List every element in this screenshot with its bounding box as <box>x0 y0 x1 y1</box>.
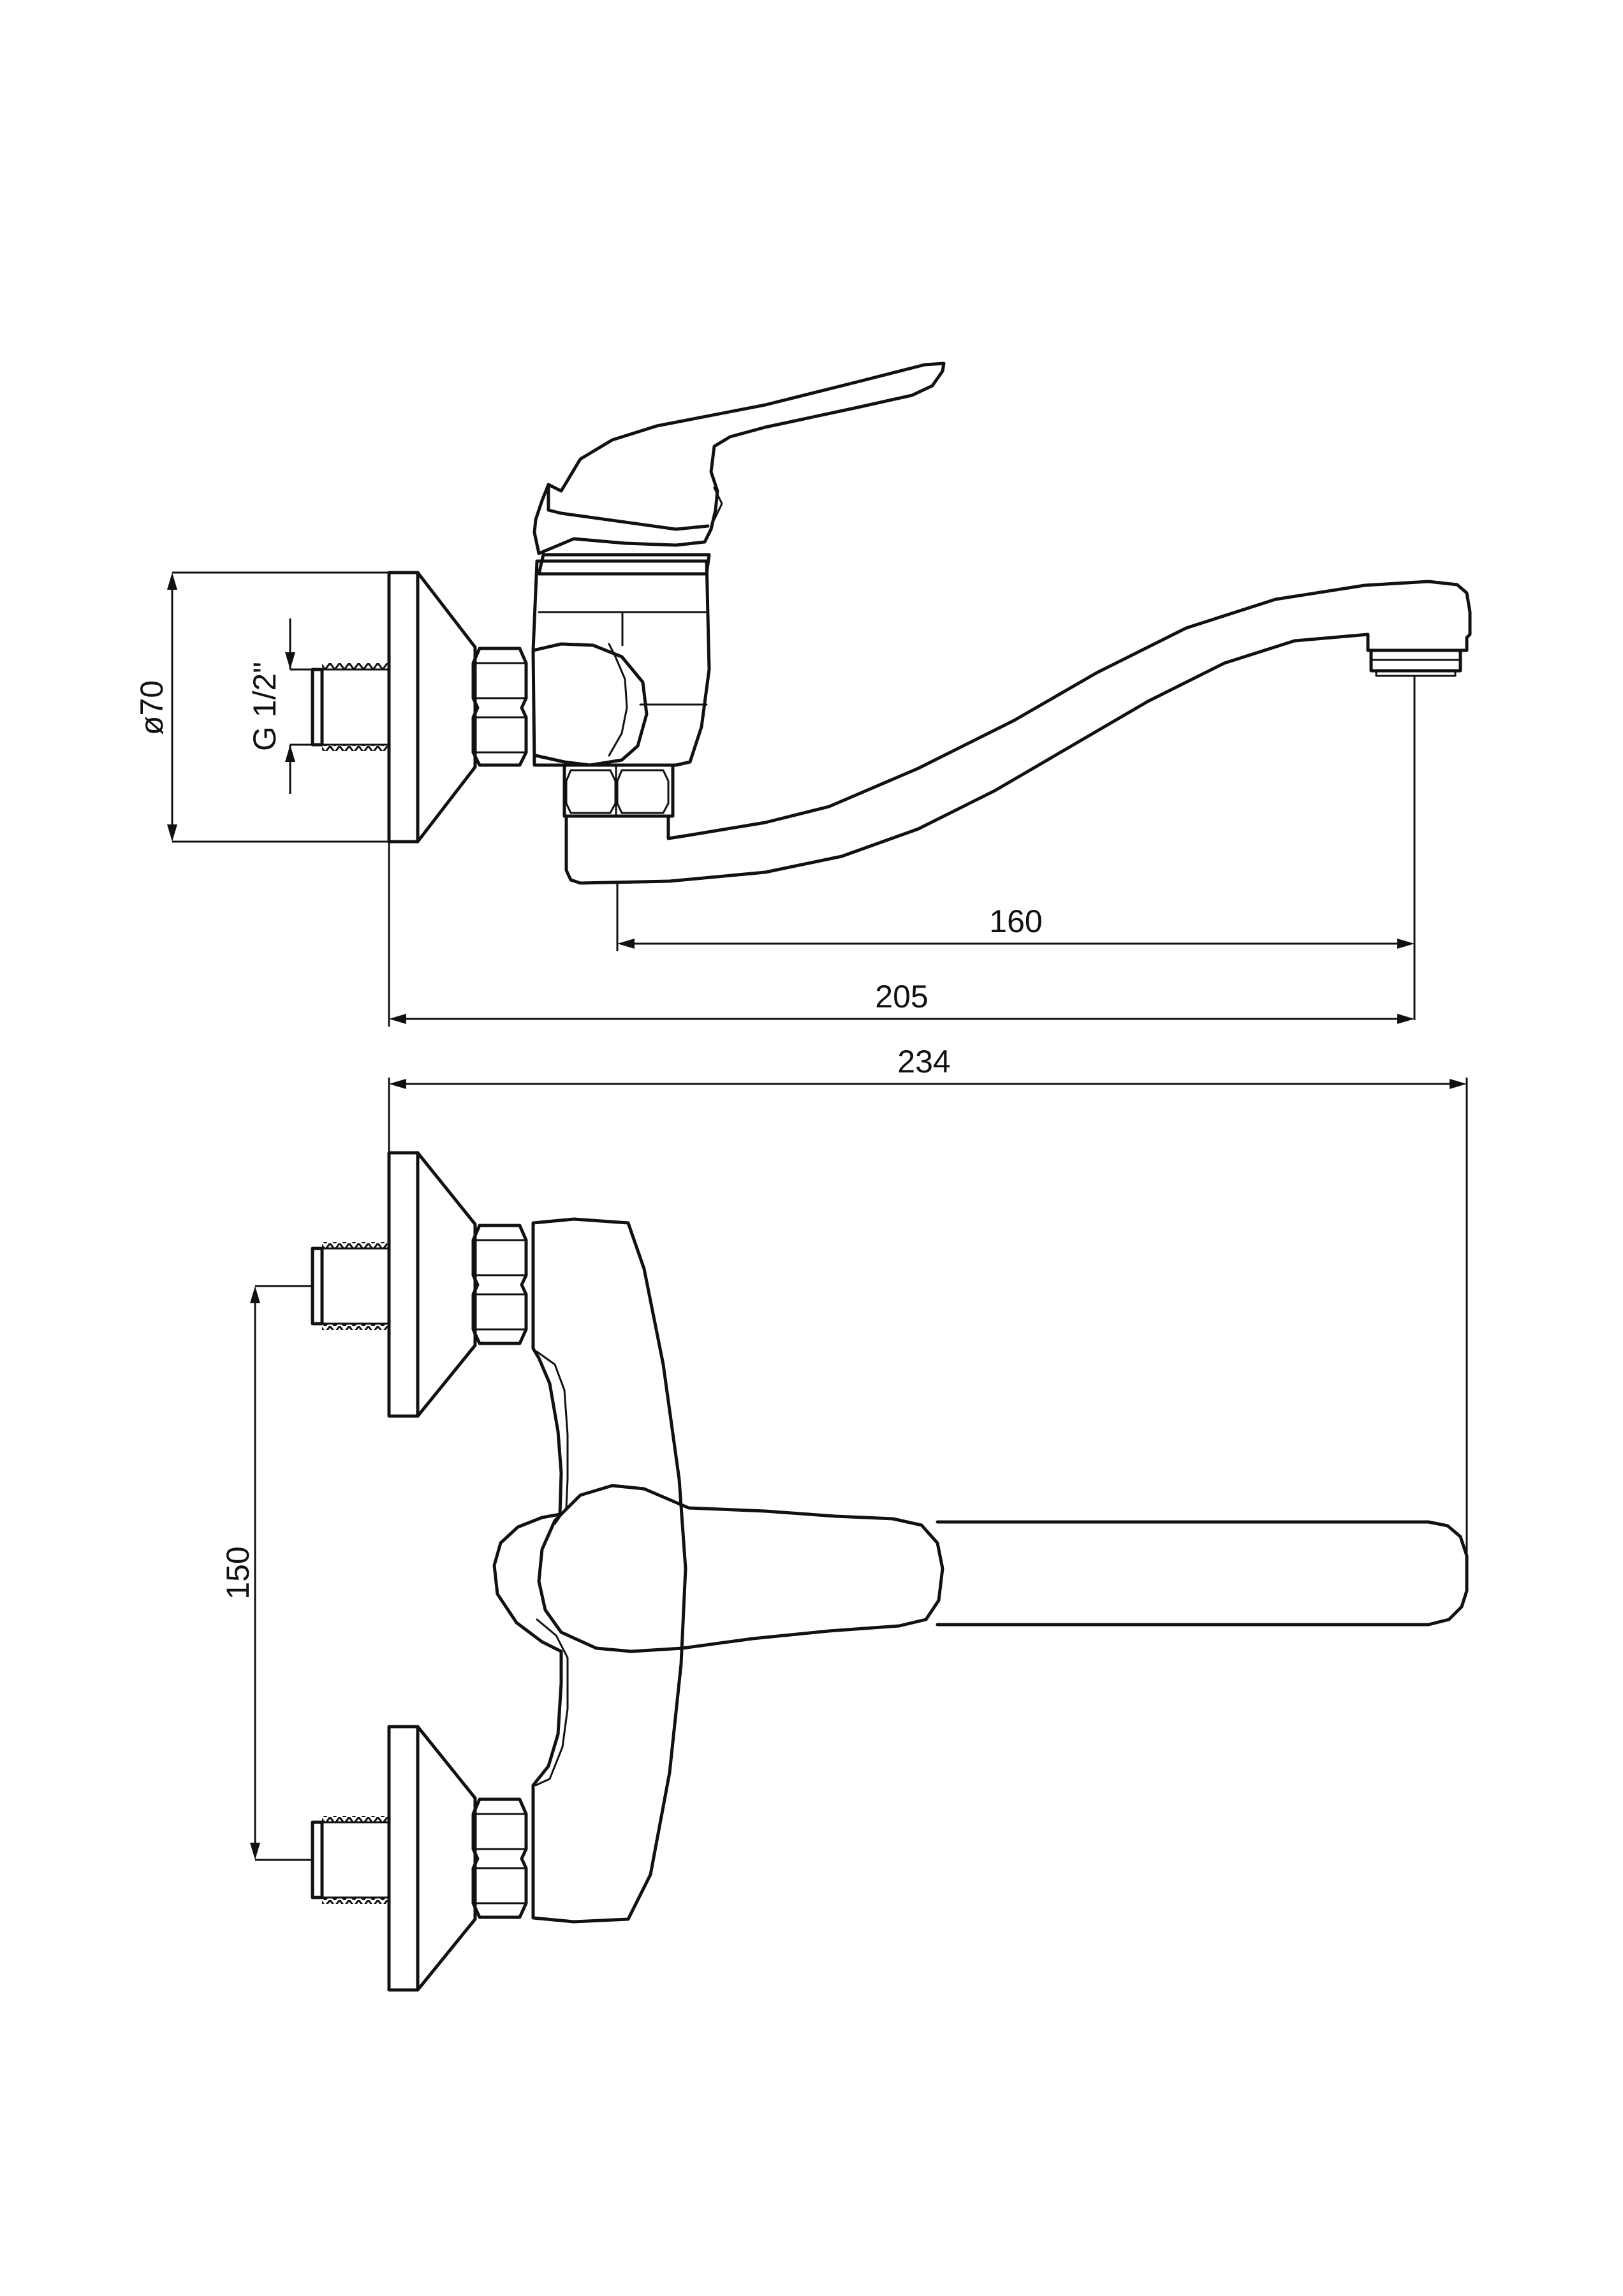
dim-overall-length-label: 234 <box>897 1044 950 1079</box>
top-spout <box>936 1520 1469 1627</box>
side-wall-flange <box>387 571 477 844</box>
dim-thread-size: G 1/2" <box>247 618 312 794</box>
side-hex-nut <box>471 647 528 767</box>
dim-overall-length: 234 <box>388 1044 1468 1556</box>
dim-projection-label: 205 <box>875 979 928 1014</box>
top-threaded-connector-upper <box>311 1242 390 1330</box>
side-view: ø70 G 1/2" 160 205 <box>134 362 1472 1027</box>
top-wall-flange-lower <box>387 1725 477 1992</box>
dim-flange-diameter-label: ø70 <box>134 680 170 735</box>
side-threaded-connector <box>311 663 390 751</box>
top-wall-flange-upper <box>387 1151 477 1418</box>
top-threaded-connector-lower <box>311 1816 390 1904</box>
top-valve-body <box>492 1217 687 1924</box>
dim-connection-spacing: 150 <box>220 1285 312 1861</box>
dim-flange-diameter: ø70 <box>134 571 389 843</box>
dim-spout-reach-label: 160 <box>989 903 1042 939</box>
dim-connection-spacing-label: 150 <box>220 1546 256 1599</box>
dim-projection: 205 <box>388 842 1414 1027</box>
top-hex-nut-lower <box>471 1797 528 1919</box>
dim-thread-size-label: G 1/2" <box>247 662 283 751</box>
side-lower-nuts <box>562 763 675 818</box>
top-view: 234 <box>220 1044 1469 1992</box>
side-lever-handle <box>532 362 946 555</box>
side-spout <box>564 580 1472 885</box>
top-hex-nut-upper <box>471 1224 528 1345</box>
top-lever-handle <box>537 1484 944 1653</box>
side-valve-body <box>531 553 711 767</box>
dim-spout-reach: 160 <box>616 676 1416 1020</box>
